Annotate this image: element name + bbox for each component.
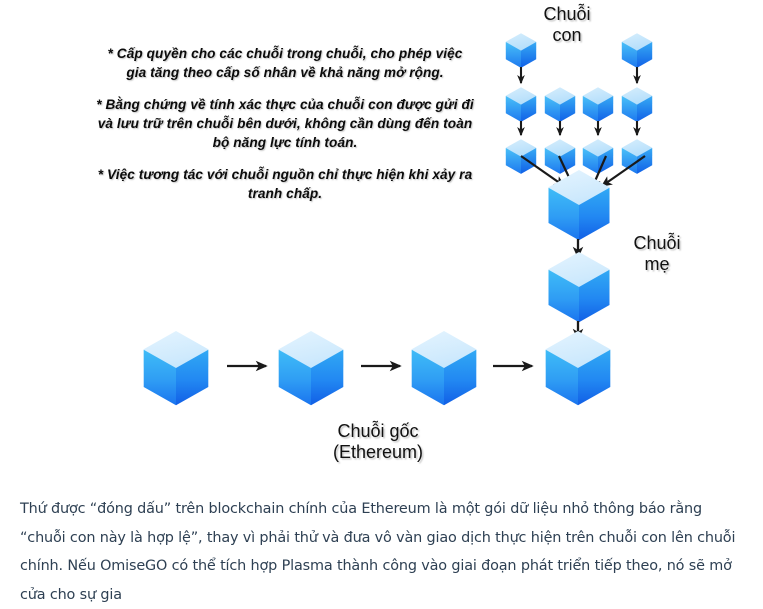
child-chain-cube-r1c4 [620, 32, 654, 70]
child-chain-cube-r2c1 [504, 86, 538, 124]
root-chain-cube-2 [275, 329, 347, 409]
child-chain-cube-r2c2 [543, 86, 577, 124]
article-paragraph: Thứ được “đóng dấu” trên blockchain chín… [0, 487, 763, 603]
root-chain-cube-4 [542, 329, 614, 409]
label-child-chain: Chuỗi con [543, 4, 591, 45]
child-chain-arrow-r2c1-down [514, 120, 530, 140]
parent-chain-cube-2 [545, 250, 613, 326]
child-chain-cube-r1c1 [504, 32, 538, 70]
label-parent-chain: Chuỗi mẹ [633, 233, 681, 274]
child-chain-arrow-r2c4-down [630, 120, 646, 140]
child-chain-cube-r2c3 [581, 86, 615, 124]
root-chain-arrow-3 [492, 357, 538, 375]
root-chain-cube-1 [140, 329, 212, 409]
child-chain-cube-r3c2 [543, 138, 577, 176]
root-chain-arrow-1 [226, 357, 272, 375]
child-chain-cube-r2c4 [620, 86, 654, 124]
bullet-item-3: * Việc tương tác với chuỗi nguồn chỉ thự… [97, 167, 473, 201]
label-root-chain: Chuỗi gốc (Ethereum) [332, 421, 424, 462]
plasma-chain-diagram: * Cấp quyền cho các chuỗi trong chuỗi, c… [96, 4, 681, 462]
child-chain-arrow-r1c1-down [514, 66, 530, 88]
child-chain-arrow-r2c2-down [553, 120, 569, 140]
parent-chain-cube-1 [545, 168, 613, 244]
child-chain-arrow-r1c4-down [630, 66, 646, 88]
child-chain-cube-r3c4 [620, 138, 654, 176]
root-chain-cube-3 [408, 329, 480, 409]
bullet-text-block: * Cấp quyền cho các chuỗi trong chuỗi, c… [96, 44, 474, 203]
bullet-item-2: * Bằng chứng về tính xác thực của chuỗi … [96, 97, 474, 150]
bullet-item-1: * Cấp quyền cho các chuỗi trong chuỗi, c… [107, 46, 463, 80]
child-chain-cube-r3c3 [581, 138, 615, 176]
root-chain-arrow-2 [360, 357, 406, 375]
child-chain-arrow-r2c3-down [591, 120, 607, 140]
